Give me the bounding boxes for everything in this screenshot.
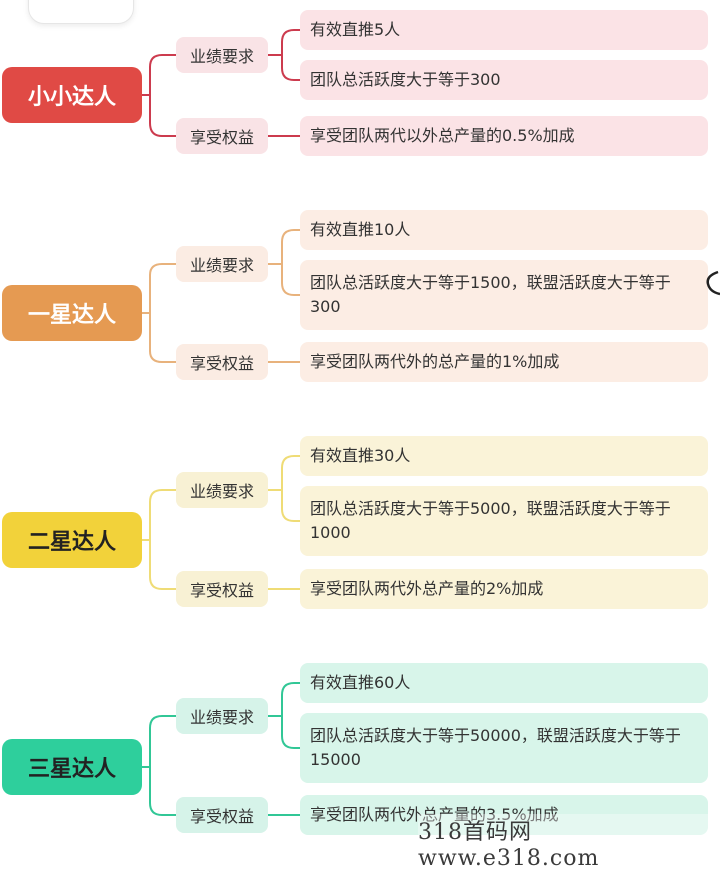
benefit-4: 享受团队两代外总产量的3.5%加成 xyxy=(300,795,708,835)
benefit-2: 享受团队两代外的总产量的1%加成 xyxy=(300,342,708,382)
top-card-fragment xyxy=(28,0,134,24)
level-badge-2: 一星达人 xyxy=(2,285,142,341)
edge-hook-mark xyxy=(706,270,720,296)
requirement-4-2: 团队总活跃度大于等于50000，联盟活跃度大于等于15000 xyxy=(300,713,708,783)
benefits-label-3: 享受权益 xyxy=(176,571,268,607)
requirements-label-1: 业绩要求 xyxy=(176,37,268,73)
connector-lines xyxy=(142,29,300,816)
level-badge-3: 二星达人 xyxy=(2,512,142,568)
requirements-label-4: 业绩要求 xyxy=(176,698,268,734)
watermark-text: 318首码网 www.e318.com xyxy=(418,814,720,871)
requirement-3-2: 团队总活跃度大于等于5000，联盟活跃度大于等于1000 xyxy=(300,486,708,556)
benefits-label-2: 享受权益 xyxy=(176,344,268,380)
level-badge-1: 小小达人 xyxy=(2,67,142,123)
requirement-2-1: 有效直推10人 xyxy=(300,210,708,250)
requirement-3-1: 有效直推30人 xyxy=(300,436,708,476)
benefits-label-4: 享受权益 xyxy=(176,797,268,833)
benefits-label-1: 享受权益 xyxy=(176,118,268,154)
benefit-1: 享受团队两代以外总产量的0.5%加成 xyxy=(300,116,708,156)
requirement-4-1: 有效直推60人 xyxy=(300,663,708,703)
requirement-1-1: 有效直推5人 xyxy=(300,10,708,50)
requirements-label-3: 业绩要求 xyxy=(176,472,268,508)
requirement-2-2: 团队总活跃度大于等于1500，联盟活跃度大于等于300 xyxy=(300,260,708,330)
level-badge-4: 三星达人 xyxy=(2,739,142,795)
requirement-1-2: 团队总活跃度大于等于300 xyxy=(300,60,708,100)
requirements-label-2: 业绩要求 xyxy=(176,246,268,282)
benefit-3: 享受团队两代外总产量的2%加成 xyxy=(300,569,708,609)
